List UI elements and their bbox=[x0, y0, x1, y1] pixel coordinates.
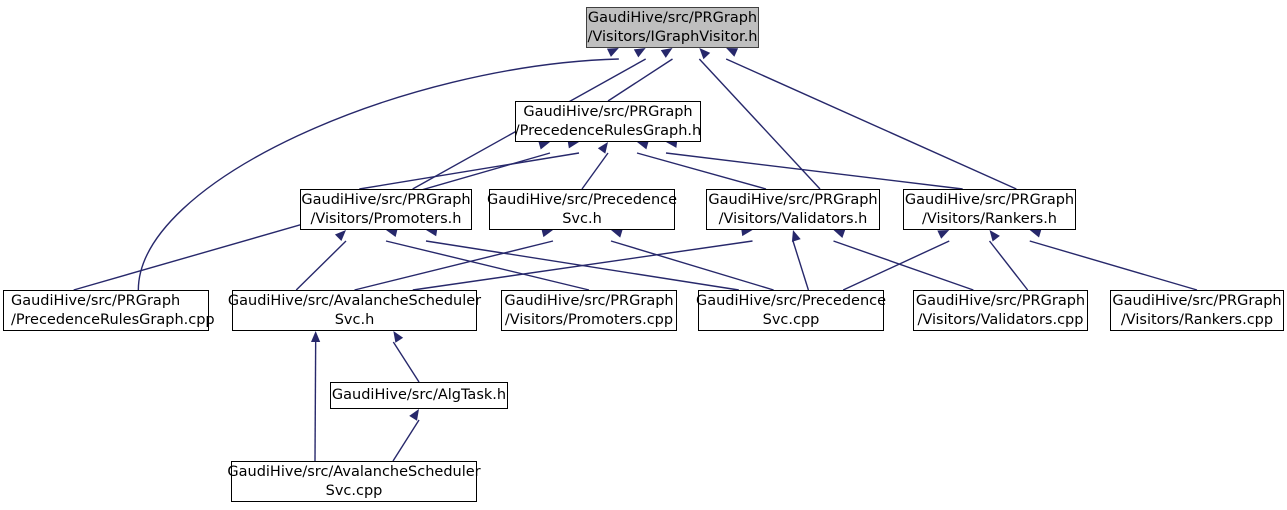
graph-edge-arrowhead bbox=[597, 142, 608, 154]
graph-node-label-line1: GaudiHive/src/AvalancheScheduler bbox=[227, 292, 482, 309]
graph-edge-rankers_h-to-precedencerulesgraph_h bbox=[665, 152, 963, 190]
graph-node-label-line1: GaudiHive/src/PRGraph bbox=[904, 191, 1075, 208]
graph-edge-validators_cpp-to-validators_h bbox=[833, 240, 974, 291]
graph-edge-validators_h-to-igraphvisitor_h bbox=[698, 58, 821, 190]
graph-node-label-line1: GaudiHive/src/AlgTask.h bbox=[331, 387, 507, 403]
graph-node-label-line2: /Visitors/Validators.h bbox=[718, 210, 868, 227]
graph-edge-precedencesvc_cpp-to-promoters_h bbox=[425, 240, 739, 291]
graph-edge-avalancheschedulersvc_h-to-validators_h bbox=[412, 240, 753, 291]
graph-edge-arrowhead bbox=[1029, 228, 1042, 238]
graph-node-precedencerulesgraph_cpp[interactable]: GaudiHive/src/PRGraph/PrecedenceRulesGra… bbox=[3, 290, 215, 331]
graph-node-validators_cpp[interactable]: GaudiHive/src/PRGraph/Visitors/Validator… bbox=[913, 290, 1088, 331]
graph-edge-promoters_h-to-precedencerulesgraph_h bbox=[359, 152, 580, 190]
graph-node-label-line1: GaudiHive/src/PRGraph bbox=[915, 292, 1086, 309]
graph-node-label-line2: Svc.h bbox=[334, 311, 375, 328]
graph-edge-arrowhead bbox=[334, 230, 346, 241]
graph-edge-arrowhead bbox=[606, 48, 619, 57]
graph-node-label-line1: GaudiHive/src/PRGraph bbox=[708, 191, 878, 208]
graph-node-label-line1: GaudiHive/src/PRGraph bbox=[523, 103, 693, 120]
graph-edge-arrowhead bbox=[989, 230, 1000, 242]
graph-edge-validators_h-to-precedencerulesgraph_h bbox=[636, 152, 767, 190]
graph-edge-precedencesvc_h-to-precedencerulesgraph_h bbox=[581, 152, 609, 190]
graph-edge-precedencerulesgraph_cpp-to-igraphvisitor_h bbox=[137, 58, 619, 291]
graph-node-label-line1: GaudiHive/src/PRGraph bbox=[11, 292, 181, 309]
graph-node-label-line1: GaudiHive/src/Precedence bbox=[486, 191, 678, 208]
graph-edge-precedencesvc_cpp-to-precedencesvc_h bbox=[610, 240, 774, 291]
graph-node-promoters_h[interactable]: GaudiHive/src/PRGraph/Visitors/Promoters… bbox=[300, 189, 472, 230]
graph-node-label-line1: GaudiHive/src/PRGraph bbox=[1112, 292, 1282, 309]
graph-node-label-line2: Svc.cpp bbox=[325, 482, 383, 499]
graph-node-rankers_h[interactable]: GaudiHive/src/PRGraph/Visitors/Rankers.h bbox=[903, 189, 1076, 230]
graph-edge-precedencesvc_cpp-to-validators_h bbox=[792, 240, 810, 291]
graph-edge-algtask_h-to-avalancheschedulersvc_h bbox=[392, 341, 420, 383]
graph-edge-arrowhead bbox=[611, 228, 623, 238]
graph-edge-precedencerulesgraph_h-to-igraphvisitor_h bbox=[607, 58, 673, 102]
graph-edge-arrowhead bbox=[393, 331, 404, 343]
graph-node-label-line2: /PrecedenceRulesGraph.cpp bbox=[11, 311, 215, 328]
graph-node-label-line1: GaudiHive/src/AvalancheScheduler bbox=[227, 463, 481, 480]
graph-node-label-line1: GaudiHive/src/PRGraph bbox=[587, 9, 758, 26]
graph-node-label-line2: /Visitors/Promoters.h bbox=[310, 210, 462, 227]
graph-edge-arrowhead bbox=[699, 48, 711, 60]
graph-node-promoters_cpp[interactable]: GaudiHive/src/PRGraph/Visitors/Promoters… bbox=[501, 290, 677, 331]
graph-edge-promoters_cpp-to-promoters_h bbox=[385, 240, 590, 291]
graph-node-label-line2: /Visitors/Rankers.h bbox=[921, 210, 1057, 227]
graph-edge-rankers_cpp-to-rankers_h bbox=[1029, 240, 1198, 291]
graph-node-label-line1: GaudiHive/src/PRGraph bbox=[504, 292, 674, 309]
graph-node-label-line2: /Visitors/IGraphVisitor.h bbox=[587, 28, 758, 45]
graph-edge-arrowhead bbox=[726, 48, 739, 57]
graph-edge-rankers_h-to-igraphvisitor_h bbox=[725, 58, 1017, 190]
graph-node-precedencerulesgraph_h[interactable]: GaudiHive/src/PRGraph/PrecedenceRulesGra… bbox=[515, 101, 701, 142]
graph-edge-arrowhead bbox=[660, 48, 673, 58]
graph-node-label-line1: GaudiHive/src/PRGraph bbox=[301, 191, 471, 208]
graph-edge-precedencesvc_cpp-to-rankers_h bbox=[842, 240, 950, 291]
graph-node-label-line2: /PrecedenceRulesGraph.h bbox=[514, 122, 702, 139]
graph-edge-avalancheschedulersvc_h-to-promoters_h bbox=[295, 240, 347, 291]
graph-node-rankers_cpp[interactable]: GaudiHive/src/PRGraph/Visitors/Rankers.c… bbox=[1110, 290, 1284, 331]
graph-node-label-line1: GaudiHive/src/Precedence bbox=[695, 292, 887, 309]
graph-edge-arrowhead bbox=[937, 230, 950, 239]
graph-edge-arrowhead bbox=[311, 331, 321, 343]
graph-node-label-line2: /Visitors/Promoters.cpp bbox=[504, 311, 674, 328]
graph-node-algtask_h[interactable]: GaudiHive/src/AlgTask.h bbox=[330, 382, 508, 409]
graph-edge-arrowhead bbox=[791, 230, 801, 242]
graph-node-label-line2: /Visitors/Validators.cpp bbox=[917, 311, 1084, 328]
graph-edge-arrowhead bbox=[833, 229, 846, 238]
graph-node-validators_h[interactable]: GaudiHive/src/PRGraph/Visitors/Validator… bbox=[706, 189, 880, 230]
graph-node-igraphvisitor_h[interactable]: GaudiHive/src/PRGraph/Visitors/IGraphVis… bbox=[586, 7, 759, 48]
graph-edge-avalancheschedulersvc_h-to-precedencesvc_h bbox=[354, 240, 554, 291]
graph-edge-arrowhead bbox=[409, 409, 419, 421]
graph-edge-avalancheschedulersvc_cpp-to-avalancheschedulersvc_h bbox=[314, 341, 317, 462]
graph-edge-validators_cpp-to-rankers_h bbox=[988, 240, 1029, 291]
graph-node-label-line2: Svc.h bbox=[562, 210, 602, 227]
graph-edge-avalancheschedulersvc_cpp-to-algtask_h bbox=[392, 419, 420, 462]
graph-edge-arrowhead bbox=[633, 48, 646, 58]
graph-node-label-line2: Svc.cpp bbox=[762, 311, 820, 328]
graph-node-label-line2: /Visitors/Rankers.cpp bbox=[1120, 311, 1274, 328]
